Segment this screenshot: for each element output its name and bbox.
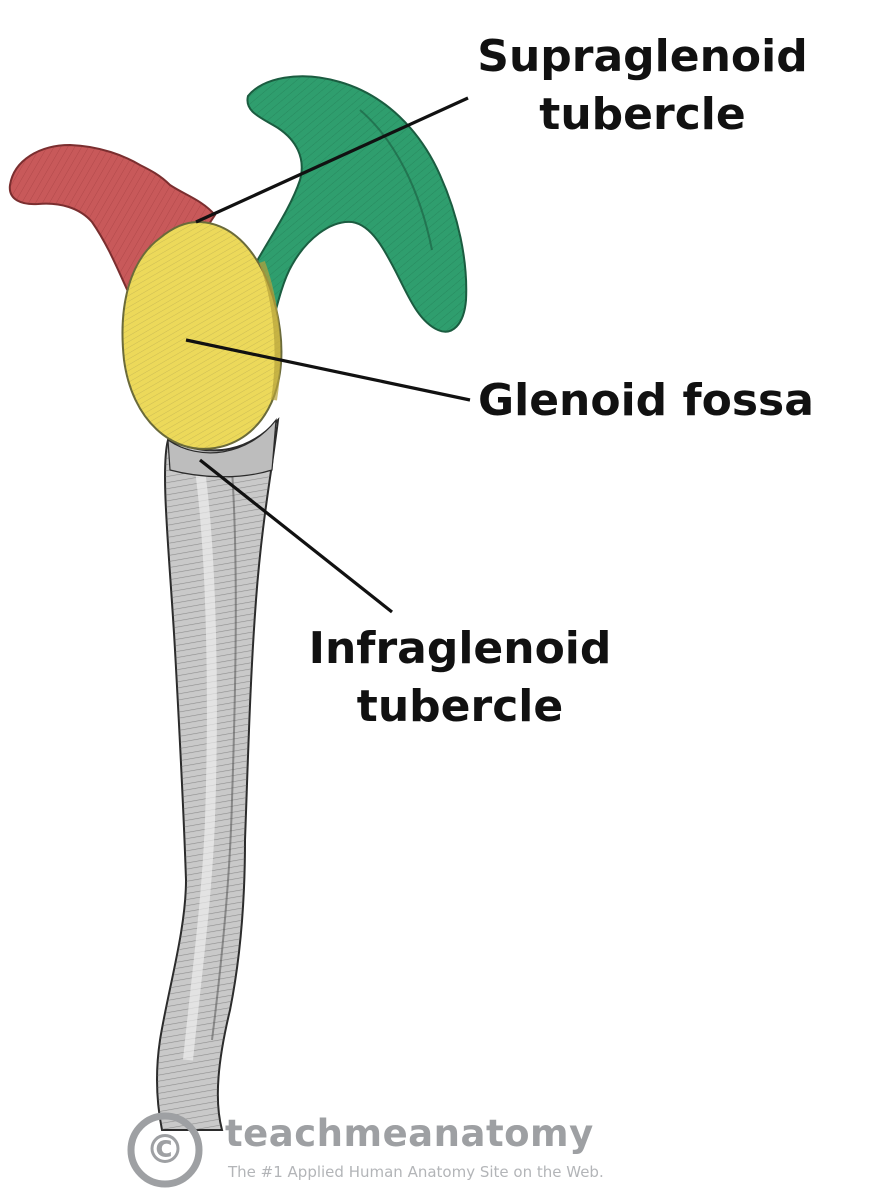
copyright-icon: © — [127, 1112, 203, 1188]
infraglenoid-label-line2: tubercle — [356, 681, 564, 732]
glenoid-fossa-label: Glenoid fossa — [478, 372, 823, 430]
supraglenoid-leader-line — [195, 96, 469, 224]
coracoid-process — [246, 75, 468, 341]
supraglenoid-label-line1: Supraglenoid — [477, 31, 808, 82]
scapula-lateral-border — [155, 417, 280, 1131]
glenoid-fossa — [121, 220, 283, 450]
scapular-neck — [167, 418, 277, 478]
infraglenoid-tubercle-label: Infraglenoid tubercle — [300, 620, 620, 736]
supraglenoid-tubercle-label: Supraglenoid tubercle — [470, 28, 815, 144]
copyright-symbol: © — [145, 1127, 185, 1173]
infraglenoid-label-line1: Infraglenoid — [308, 623, 612, 674]
watermark-tagline: The #1 Applied Human Anatomy Site on the… — [228, 1163, 604, 1181]
glenoid-fossa-label-text: Glenoid fossa — [478, 375, 814, 426]
supraglenoid-label-line2: tubercle — [539, 89, 746, 140]
glenoid-fossa-leader-line — [185, 338, 471, 402]
infraglenoid-leader-line — [199, 458, 393, 614]
watermark-brand: teachmeanatomy — [225, 1112, 594, 1155]
